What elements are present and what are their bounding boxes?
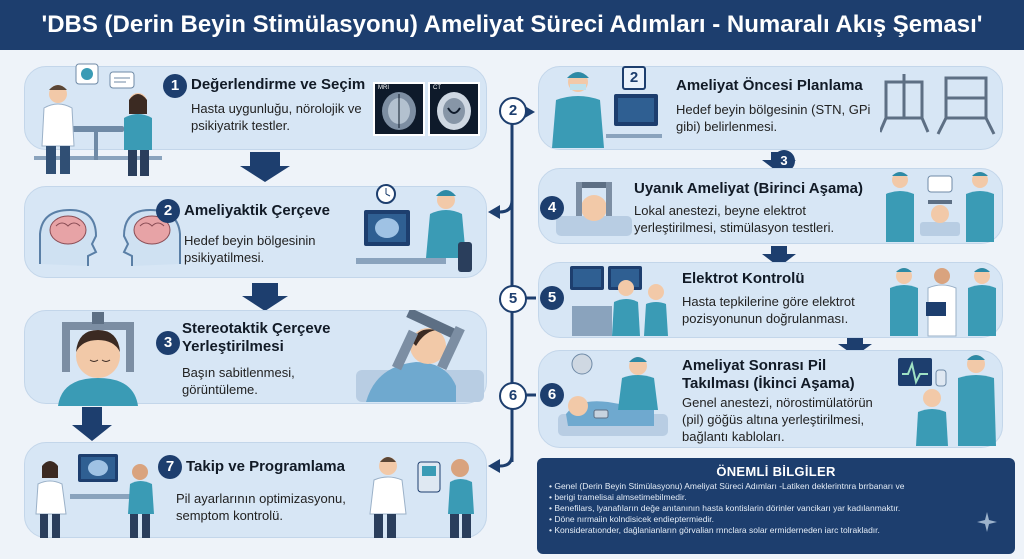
info-item: Genel (Derin Beyin Stimülasyonu) Ameliya…: [549, 481, 1003, 492]
step-title-2-right: Ameliyat Öncesi Planlama: [676, 77, 863, 94]
step-title-6: Ameliyat Sonrası Pil Takılması (İkinci A…: [682, 357, 855, 392]
step-number-3: 3: [156, 331, 180, 355]
page-title: 'DBS (Derin Beyin Stimülasyonu) Ameliyat…: [41, 11, 983, 38]
step-number-5: 5: [540, 286, 564, 310]
step-number-7: 7: [158, 455, 182, 479]
step-desc-5: Hasta tepkilerine göre elektrot pozisyon…: [682, 294, 855, 326]
step-title-3: Stereotaktik Çerçeve Yerleştirilmesi: [182, 320, 331, 355]
step-desc-6: Genel anestezi, nörostimülatörün (pil) g…: [682, 395, 873, 444]
connector-number-3: 3: [773, 150, 795, 172]
stereotactic-frame-icons: [880, 74, 996, 135]
programming-device-illustration: [369, 457, 474, 538]
info-item: Konsideratıonder, dağlanianların görvali…: [549, 525, 1003, 536]
connector-number-5: 5: [499, 285, 527, 313]
step-title-2-left: Ameliyaktik Çerçeve: [184, 202, 330, 219]
head-frame-illustration: [58, 312, 138, 406]
planning-workstation-illustration: [356, 184, 472, 272]
header-banner: 'DBS (Derin Beyin Stimülasyonu) Ameliyat…: [0, 0, 1024, 50]
step-desc-2-left: Hedef beyin bölgesinin psikiyatilmesi.: [184, 233, 316, 265]
battery-implant-surgery-illustration: [558, 353, 668, 436]
step-desc-1: Hasta uygunluğu, nörolojik ve psikiyatri…: [191, 101, 362, 133]
brain-heads-illustration: [39, 208, 181, 266]
info-item: Döne nırmaiin kolndisicek endieptermiedi…: [549, 514, 1003, 525]
follow-up-illustration: [35, 454, 154, 538]
step-desc-3: Başın sabitlenmesi, görüntüleme.: [182, 365, 295, 397]
step-title-4: Uyanık Ameliyat (Birinci Aşama): [634, 180, 863, 197]
step-desc-4: Lokal anestezi, beyne elektrot yerleştir…: [634, 203, 835, 235]
step-number-1: 1: [163, 74, 187, 98]
sparkle-icon: [977, 512, 997, 532]
info-item: Benefilars, lyanafıların değe anıtanının…: [549, 503, 1003, 514]
step-title-7: Takip ve Programlama: [186, 458, 345, 475]
connector-number-6: 6: [499, 382, 527, 410]
step-number-2-left: 2: [156, 199, 180, 223]
patient-in-frame-illustration: [556, 182, 632, 236]
step-number-4: 4: [540, 196, 564, 220]
step-desc-7: Pil ayarlarının optimizasyonu, semptom k…: [176, 491, 346, 523]
awake-surgery-team-illustration: [886, 172, 994, 242]
step-title-5: Elektrot Kontrolü: [682, 270, 805, 287]
patient-frame-mounted-illustration: [356, 310, 484, 402]
connector-number-2: 2: [499, 97, 527, 125]
step-number-2-right: 2: [622, 66, 646, 90]
clinical-team-illustration: [890, 268, 996, 337]
step-desc-2-right: Hedef beyin bölgesinin (STN, GPi gibi) b…: [676, 102, 871, 134]
post-op-care-illustration: [898, 355, 996, 446]
info-list: Genel (Derin Beyin Stimülasyonu) Ameliya…: [537, 479, 1015, 536]
step-number-6: 6: [540, 383, 564, 407]
surgeon-computer-illustration: [552, 72, 662, 148]
info-item: berigi tramelisai almsetimebilmedir.: [549, 492, 1003, 503]
ct-scan-image: CT: [428, 82, 480, 136]
step-title-1: Değerlendirme ve Seçim: [191, 76, 366, 93]
electrode-monitoring-illustration: [570, 266, 668, 336]
consultation-illustration: [34, 63, 162, 176]
mri-scan-image: MRI: [373, 82, 425, 136]
important-info-box: ÖNEMLİ BİLGİLER Genel (Derin Beyin Stimü…: [537, 458, 1015, 554]
info-title: ÖNEMLİ BİLGİLER: [716, 464, 836, 479]
